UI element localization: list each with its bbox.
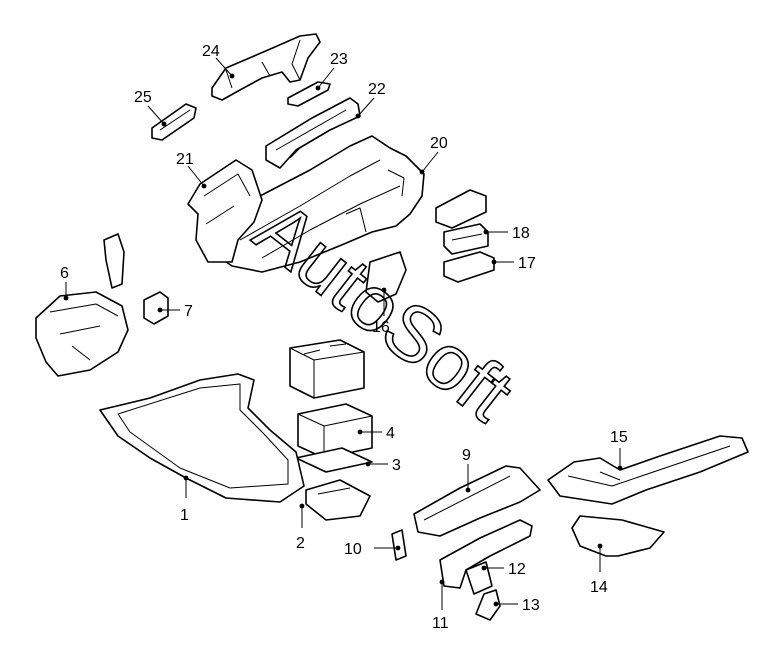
- part-21-side-panel[interactable]: [187, 159, 263, 263]
- part-1-underbody-shield[interactable]: [99, 373, 305, 503]
- callout-3: 3: [392, 457, 401, 474]
- callout-10: 10: [344, 541, 362, 558]
- part-3-battery-pad[interactable]: [295, 447, 373, 473]
- part-18-relay-box[interactable]: [443, 223, 489, 255]
- part-20-bulkhead[interactable]: [209, 135, 425, 273]
- part-16-bracket[interactable]: [365, 251, 407, 303]
- part-15-long-rail[interactable]: [547, 435, 749, 505]
- part-2-tray-bracket[interactable]: [305, 479, 371, 521]
- callout-11: 11: [432, 615, 449, 632]
- callout-6: 6: [60, 265, 69, 282]
- part-24-upper-rail[interactable]: [211, 33, 321, 101]
- callout-20: 20: [430, 135, 448, 152]
- part-6-reservoir[interactable]: [35, 233, 129, 377]
- callout-22: 22: [368, 81, 386, 98]
- callout-4: 4: [386, 425, 395, 442]
- callout-16: 16: [372, 319, 390, 336]
- callout-18: 18: [512, 225, 530, 242]
- callout-15: 15: [610, 429, 628, 446]
- callout-25: 25: [134, 89, 152, 106]
- part-13-clip[interactable]: [475, 589, 501, 621]
- callout-13: 13: [522, 597, 540, 614]
- part-4-battery[interactable]: [297, 403, 373, 459]
- part-cover-box[interactable]: [435, 189, 487, 229]
- callout-1: 1: [180, 507, 189, 524]
- part-17-tray[interactable]: [443, 251, 495, 283]
- part-11-reinforcement[interactable]: [439, 519, 533, 589]
- leader-lines: [63, 57, 623, 610]
- callout-14: 14: [590, 579, 608, 596]
- callout-23: 23: [330, 51, 348, 68]
- callout-21: 21: [176, 151, 194, 168]
- callout-17: 17: [518, 255, 536, 272]
- part-22-cross-member[interactable]: [265, 97, 361, 169]
- part-battery-top[interactable]: [289, 339, 365, 399]
- callouts: 1 2 3 4 6 7 9 10 11 12 13 14 15 16 17 18…: [60, 43, 628, 632]
- part-7-pump[interactable]: [143, 291, 169, 325]
- part-25-bracket[interactable]: [151, 103, 197, 141]
- part-10-plate[interactable]: [391, 529, 407, 561]
- callout-7: 7: [184, 303, 193, 320]
- callout-12: 12: [508, 561, 526, 578]
- part-23-bracket[interactable]: [287, 81, 331, 107]
- callout-9: 9: [462, 447, 471, 464]
- part-12-bracket[interactable]: [465, 561, 493, 595]
- part-9-long-member[interactable]: [413, 465, 541, 537]
- callout-2: 2: [296, 535, 305, 552]
- part-14-bracket[interactable]: [571, 515, 665, 557]
- callout-24: 24: [202, 43, 220, 60]
